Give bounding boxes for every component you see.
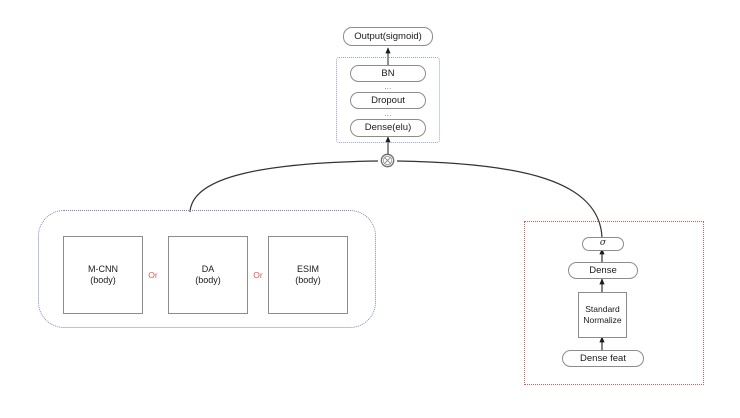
node-sigma[interactable]: σ xyxy=(582,237,624,251)
node-standard-normalize[interactable]: Standard Normalize xyxy=(578,292,627,338)
node-dense-feat[interactable]: Dense feat xyxy=(562,350,644,367)
or-separator-2: Or xyxy=(253,270,263,280)
head-separator-1: ... xyxy=(384,84,392,91)
node-dense[interactable]: Dense xyxy=(568,262,638,279)
head-separator-2: ... xyxy=(384,111,392,118)
node-dense-elu[interactable]: Dense(elu) xyxy=(350,119,426,137)
concat-merge-icon[interactable] xyxy=(380,153,395,168)
node-output-sigmoid[interactable]: Output(sigmoid) xyxy=(343,27,433,46)
node-mcnn-body[interactable]: M-CNN (body) xyxy=(63,236,143,314)
node-dropout[interactable]: Dropout xyxy=(350,92,426,109)
node-bn[interactable]: BN xyxy=(350,65,426,82)
edge-left-branch xyxy=(189,160,379,213)
node-da-body[interactable]: DA (body) xyxy=(168,236,248,314)
node-esim-body[interactable]: ESIM (body) xyxy=(268,236,348,314)
right-group-container xyxy=(524,221,704,385)
or-separator-1: Or xyxy=(148,270,158,280)
